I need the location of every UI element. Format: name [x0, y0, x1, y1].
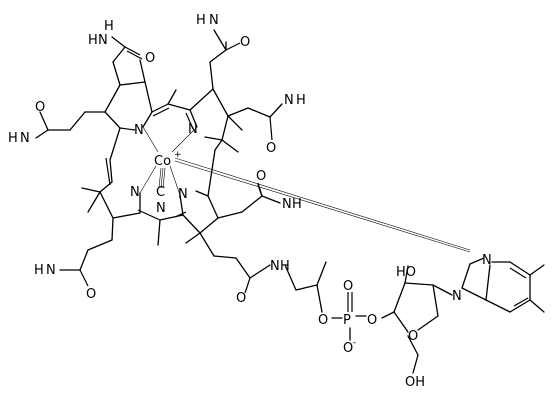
linker-amide-h-label: H	[280, 259, 290, 274]
carbonyl-o-label-1: O	[145, 51, 155, 66]
amide-h-label-3: H	[196, 13, 206, 28]
cobalt-charge-label: +	[174, 150, 182, 160]
carbonyl-o-label-2: O	[35, 100, 45, 115]
phosphate-o-right-label: O	[367, 313, 377, 328]
amide-nh2-label-5: N	[282, 197, 292, 212]
phosphorus-label: P	[343, 313, 351, 328]
ribose-hydroxyl-bottom-label: OH	[405, 375, 425, 390]
carbonyl-o-label-5: O	[256, 169, 266, 184]
atom-labels: N H H O O N H N H O N H O O N H N H O N …	[8, 13, 492, 390]
ribose-hydroxyl-top-label: HO	[396, 265, 416, 280]
carbonyl-o-label-6: O	[86, 287, 96, 302]
cyano-c-label: C	[156, 185, 165, 200]
benzimidazole-n1-label: N	[452, 289, 462, 304]
side-chains	[35, 29, 545, 374]
ring-n-label-2: N	[188, 122, 198, 137]
ester-o-label: O	[318, 313, 328, 328]
amide-nh2-label-2: N	[20, 131, 30, 146]
amide-h-label-5: H	[292, 197, 302, 212]
amide-h-label-2: H	[8, 131, 18, 146]
amide-nh2-label-3: N	[209, 13, 219, 28]
linker-carbonyl-o-label: O	[236, 291, 246, 306]
amide-h-label-4: H	[296, 93, 306, 108]
amide-nh2-label-6: N	[46, 263, 56, 278]
cyano-n-label: N	[156, 201, 166, 216]
benzimidazole-n2-label: N	[482, 253, 492, 268]
cobalt-label: Co	[154, 154, 171, 169]
ring-n-label-4: N	[178, 187, 188, 202]
ring-n-label-3: N	[130, 185, 140, 200]
amide-nh2-label-4: N	[284, 93, 294, 108]
carbonyl-o-label-4: O	[266, 141, 276, 156]
amide-nh2-label-1: N	[98, 33, 108, 48]
amide-h-label-1: H	[88, 33, 98, 48]
phosphate-minus-label: -	[353, 338, 356, 348]
amide-h2-label-1: H	[104, 19, 114, 34]
amide-h-label-6: H	[34, 263, 44, 278]
phosphate-o-bottom-label: O	[343, 341, 353, 356]
cobalt-coordination	[139, 126, 471, 253]
ribose-ring-o-label: O	[408, 329, 418, 344]
linker-amide-n-label: N	[270, 259, 280, 274]
corrin-ring	[99, 81, 229, 246]
phosphate-o-top-label: O	[343, 279, 353, 294]
carbonyl-o-label-3: O	[240, 35, 250, 50]
ring-n-label-1: N	[134, 123, 144, 138]
